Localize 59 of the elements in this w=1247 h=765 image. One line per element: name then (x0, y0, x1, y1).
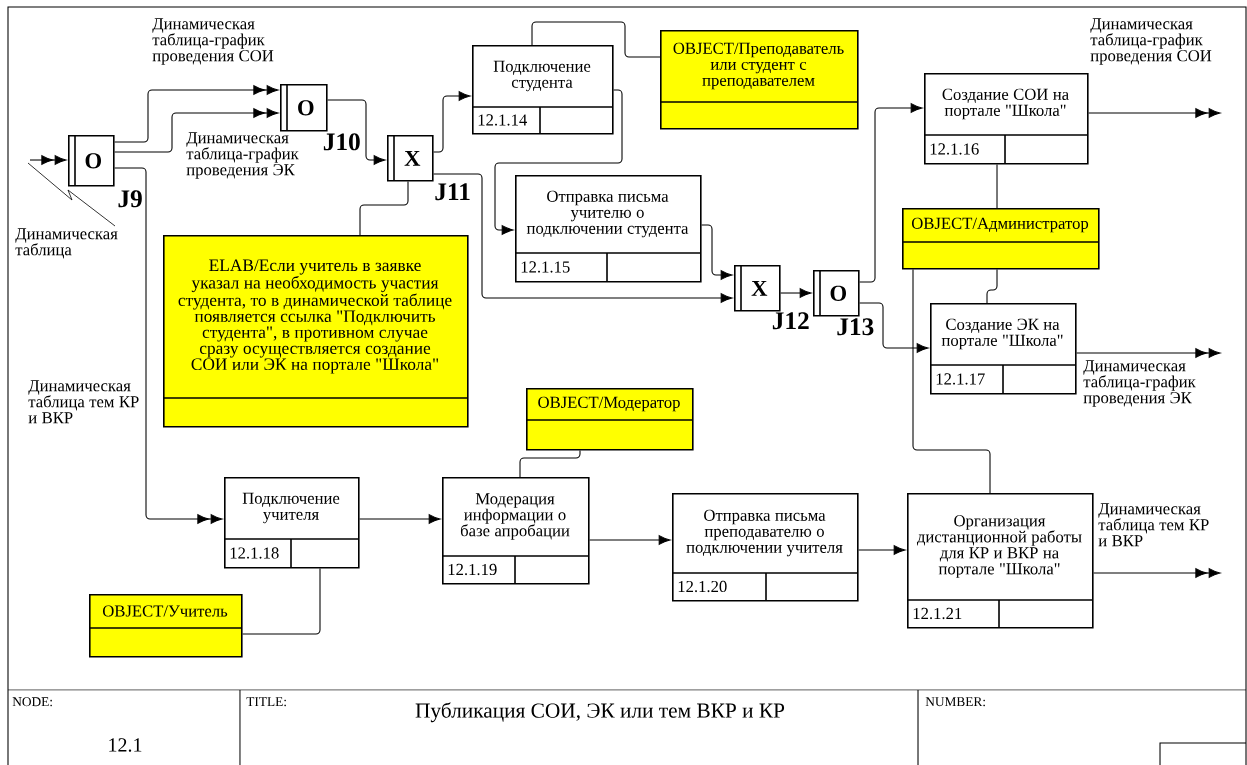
arrow (858, 545, 906, 555)
edge-label: Динамическая таблица-график проведения ЭК (186, 132, 299, 179)
referent-box: OBJECT/Модератор (525, 388, 694, 451)
box-number: 12.1.18 (230, 547, 279, 559)
junction-label: J12 (772, 312, 809, 330)
arrow (701, 224, 733, 280)
junction-box: O (280, 83, 328, 132)
arrow (29, 155, 67, 165)
edge-label: Динамическая таблица тем КР и ВКР (1098, 503, 1209, 547)
arrow (494, 89, 623, 235)
arrow (1088, 108, 1221, 118)
junction-label: J10 (323, 133, 360, 151)
referent-box: ELAB/Если учитель в заявке указал на необходимость участия студента, то в динамической таблице появляется ссылка "Подключить студента", в противном случае сразу осуществляется создание СОИ или ЭК на портале "Школа" (162, 235, 469, 428)
arrow (359, 514, 441, 524)
arrow (1093, 568, 1221, 578)
arrow (433, 173, 733, 303)
node-number: 12.1 (109, 738, 142, 752)
arrow (114, 108, 279, 153)
diagram-title: Публикация СОИ, ЭК или тем ВКР и КР (415, 702, 785, 723)
junction-box: X (734, 264, 781, 312)
box-number: 12.1.14 (478, 114, 527, 126)
edge-label: Динамическая таблица-график проведения ЭК (1083, 360, 1196, 407)
connector-line (912, 269, 991, 494)
arrow (589, 535, 671, 545)
arrow (114, 167, 223, 524)
arrow (1076, 348, 1221, 358)
edge-label: Динамическая таблица (15, 228, 118, 259)
box-number: 12.1.16 (930, 143, 979, 155)
referent-box: OBJECT/Преподаватель или студент с преподавателем (659, 30, 859, 130)
junction-box: X (387, 134, 434, 182)
referent-box: OBJECT/Администратор (901, 208, 1100, 270)
box-number: 12.1.17 (936, 373, 985, 385)
junction-label: J11 (435, 183, 470, 201)
connector-line (531, 21, 661, 58)
junction-box: O (813, 269, 860, 317)
edge-label: Динамическая таблица-график проведения СОИ (1090, 18, 1212, 65)
connector-line (996, 164, 998, 209)
field-caption: NODE: (12, 697, 52, 707)
arrow (859, 302, 929, 353)
arrow (114, 85, 279, 143)
connector-line (986, 269, 998, 304)
connector-line (359, 181, 409, 236)
box-number: 12.1.15 (521, 261, 570, 273)
connector-line (242, 568, 321, 635)
field-caption: NUMBER: (925, 697, 985, 707)
box-number: 12.1.20 (678, 580, 727, 593)
arrow (327, 99, 386, 165)
edge-label: Динамическая таблица тем КР и ВКР (28, 380, 139, 424)
box-number: 12.1.21 (913, 607, 962, 620)
junction-label: J13 (837, 318, 874, 336)
arrow (859, 103, 923, 283)
field-caption: TITLE: (246, 697, 286, 707)
junction-label: J9 (118, 190, 142, 208)
box-number: 12.1.19 (448, 563, 497, 576)
arrow (780, 288, 812, 298)
arrow (433, 91, 471, 153)
edge-label: Динамическая таблица-график проведения СОИ (152, 18, 274, 65)
referent-box: OBJECT/Учитель (88, 594, 243, 658)
junction-box: O (68, 134, 115, 187)
